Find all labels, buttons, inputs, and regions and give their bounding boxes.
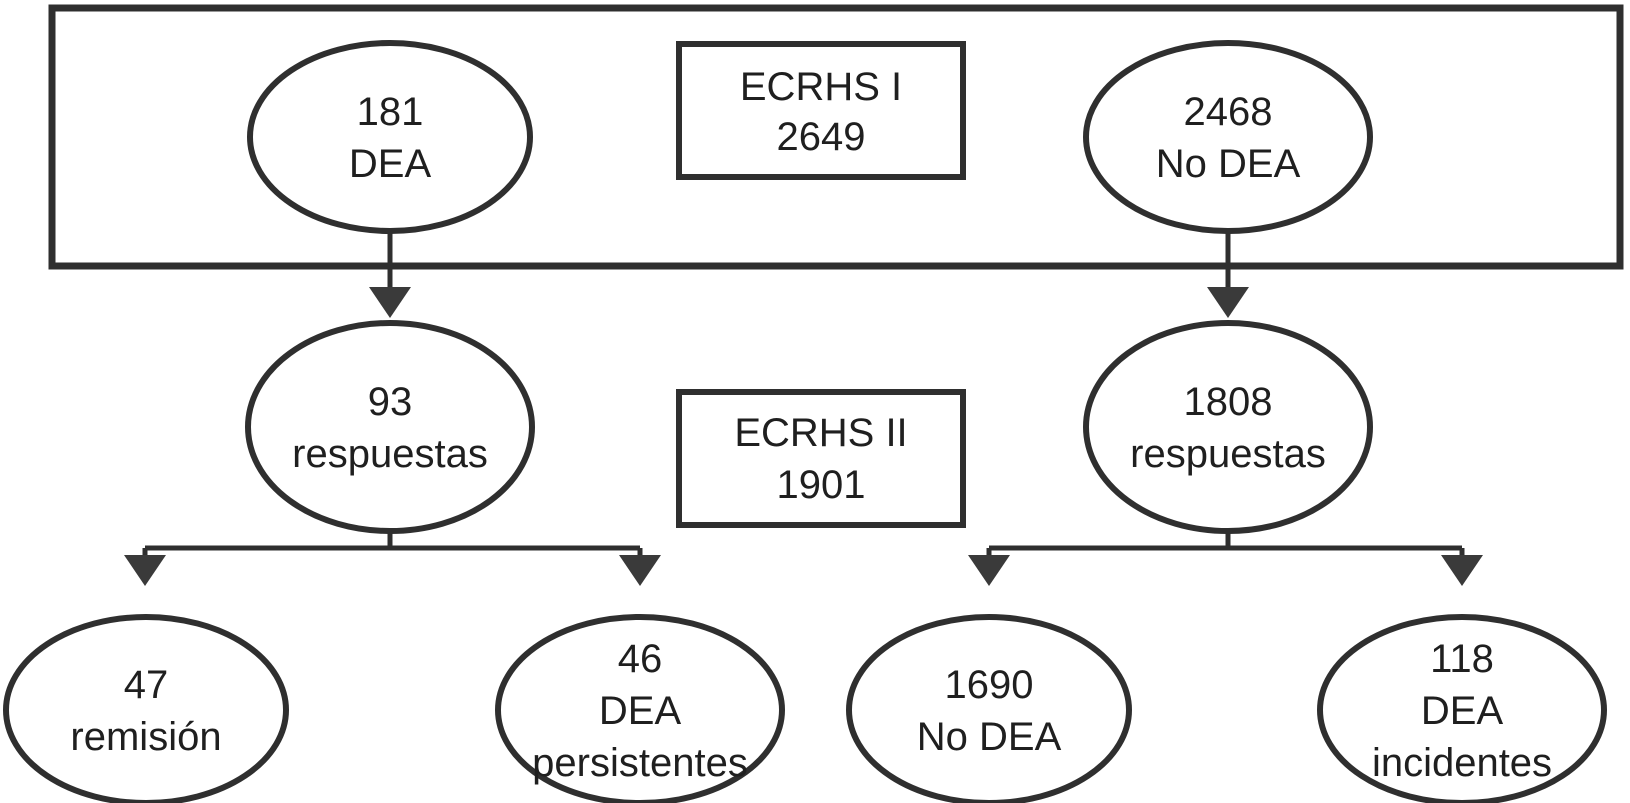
node-incident-dea: 118 DEA incidentes (1317, 614, 1607, 803)
persistent-dea-count: 46 (618, 637, 663, 681)
ecrhs2-box (676, 389, 966, 528)
stage-box-ecrhs1: ECRHS I 2649 (676, 41, 966, 180)
incident-dea-count: 118 (1430, 637, 1494, 681)
remission-count: 47 (124, 663, 169, 707)
no-dea-responses-ellipse (1083, 320, 1373, 534)
edge-no-dea-to-responses (1207, 231, 1249, 318)
no-dea-followup-count: 1690 (945, 663, 1034, 707)
arrow-down-icon (1441, 555, 1483, 586)
fork-lines (986, 531, 1465, 556)
ecrhs1-title: ECRHS I (740, 65, 902, 109)
remission-ellipse (3, 614, 289, 803)
fork-dea-responses (124, 531, 661, 586)
incident-dea-ellipse (1317, 614, 1607, 803)
dea-baseline-ellipse (247, 40, 533, 234)
dea-baseline-count: 181 (357, 90, 424, 134)
arrow-down-icon (369, 287, 411, 318)
persistent-dea-label-1: DEA (599, 689, 682, 733)
fork-no-dea-responses (968, 531, 1483, 586)
dea-responses-label: respuestas (292, 432, 488, 476)
node-no-dea-baseline: 2468 No DEA (1083, 40, 1373, 234)
no-dea-baseline-label: No DEA (1156, 142, 1301, 186)
dea-responses-ellipse (245, 320, 535, 534)
fork-lines (142, 531, 643, 556)
persistent-dea-label-2: persistentes (532, 741, 748, 785)
no-dea-responses-count: 1808 (1184, 380, 1273, 424)
ecrhs2-title: ECRHS II (734, 411, 907, 455)
no-dea-responses-label: respuestas (1130, 432, 1326, 476)
arrow-down-icon (968, 555, 1010, 586)
incident-dea-label-2: incidentes (1372, 741, 1552, 785)
no-dea-followup-label: No DEA (917, 715, 1062, 759)
node-dea-baseline: 181 DEA (247, 40, 533, 234)
ecrhs1-box (676, 41, 966, 180)
ecrhs2-count: 1901 (777, 463, 866, 507)
node-remission: 47 remisión (3, 614, 289, 803)
arrow-down-icon (619, 555, 661, 586)
node-dea-responses: 93 respuestas (245, 320, 535, 534)
ecrhs1-count: 2649 (777, 115, 866, 159)
persistent-dea-ellipse (495, 614, 785, 803)
edge-dea-to-responses (369, 231, 411, 318)
node-no-dea-responses: 1808 respuestas (1083, 320, 1373, 534)
ecrhs1-cohort-frame (48, 4, 1624, 270)
remission-label: remisión (70, 715, 221, 759)
node-no-dea-followup: 1690 No DEA (846, 614, 1132, 803)
arrow-down-icon (1207, 287, 1249, 318)
node-persistent-dea: 46 DEA persistentes (495, 614, 785, 803)
no-dea-baseline-count: 2468 (1184, 90, 1273, 134)
stage-box-ecrhs2: ECRHS II 1901 (676, 389, 966, 528)
arrow-down-icon (124, 555, 166, 586)
incident-dea-label-1: DEA (1421, 689, 1504, 733)
dea-baseline-label: DEA (349, 142, 432, 186)
no-dea-baseline-ellipse (1083, 40, 1373, 234)
dea-responses-count: 93 (368, 380, 413, 424)
no-dea-followup-ellipse (846, 614, 1132, 803)
